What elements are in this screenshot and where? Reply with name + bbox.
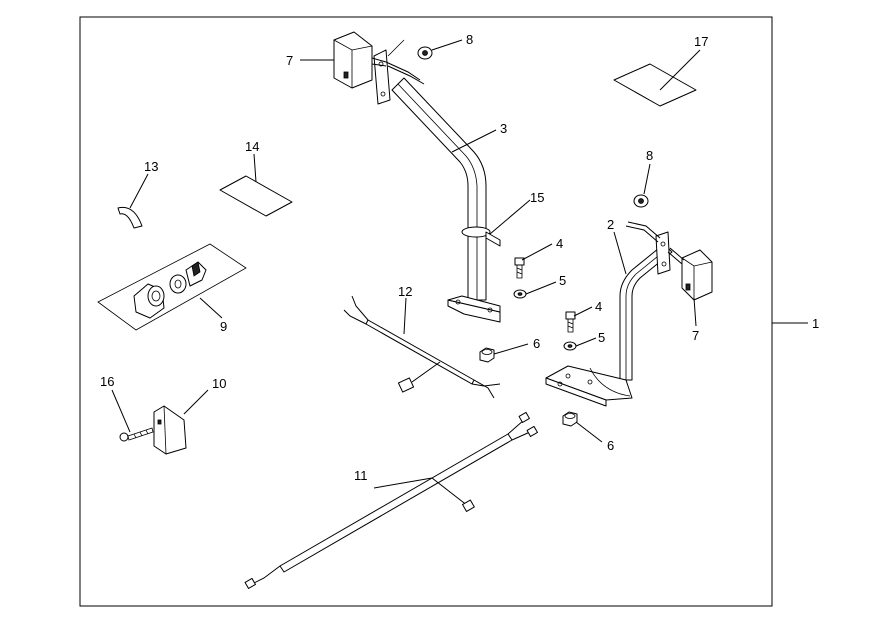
callout-16: 16 xyxy=(100,374,114,389)
callout-12: 12 xyxy=(398,284,412,299)
part-8-nut-right xyxy=(633,194,649,208)
callout-1: 1 xyxy=(812,316,819,331)
callout-7a: 7 xyxy=(286,53,293,68)
part-3-pole xyxy=(373,49,501,323)
leader-lines xyxy=(111,39,808,489)
part-12-harness xyxy=(343,295,501,399)
callout-7b: 7 xyxy=(692,328,699,343)
callout-11: 11 xyxy=(354,468,368,483)
callout-8a: 8 xyxy=(466,32,473,47)
lamp-wire-right xyxy=(627,221,661,239)
part-17-label xyxy=(613,63,697,107)
part-10-switch-block xyxy=(153,405,187,455)
part-13-clip xyxy=(117,206,143,229)
part-11-harness xyxy=(244,411,538,589)
part-4-bolt-b xyxy=(565,311,576,333)
callout-17: 17 xyxy=(694,34,708,49)
callout-9: 9 xyxy=(220,319,227,334)
callout-4a: 4 xyxy=(556,236,563,251)
callout-6b: 6 xyxy=(607,438,614,453)
callout-2: 2 xyxy=(607,217,614,232)
part-7-lamp-left xyxy=(333,31,387,89)
callout-6a: 6 xyxy=(533,336,540,351)
part-4-bolt-a xyxy=(514,257,525,279)
lamp-wire-left xyxy=(385,61,421,81)
part-15-clamp xyxy=(461,226,501,247)
part-6-nut-b xyxy=(562,411,578,427)
part-9-connector-kit xyxy=(97,243,247,331)
part-7-lamp-right xyxy=(667,247,713,301)
callout-8b: 8 xyxy=(646,148,653,163)
callout-15: 15 xyxy=(530,190,544,205)
part-6-nut-a xyxy=(479,347,495,363)
diagram-frame xyxy=(79,16,773,607)
part-8-nut-top xyxy=(417,46,433,60)
callout-3: 3 xyxy=(500,121,507,136)
part-2-pole xyxy=(545,231,673,407)
part-16-screw xyxy=(119,427,154,442)
callout-4b: 4 xyxy=(595,299,602,314)
callout-5b: 5 xyxy=(598,330,605,345)
callout-14: 14 xyxy=(245,139,259,154)
callout-13: 13 xyxy=(144,159,158,174)
callout-10: 10 xyxy=(212,376,226,391)
part-14-label xyxy=(219,175,293,217)
callout-5a: 5 xyxy=(559,273,566,288)
